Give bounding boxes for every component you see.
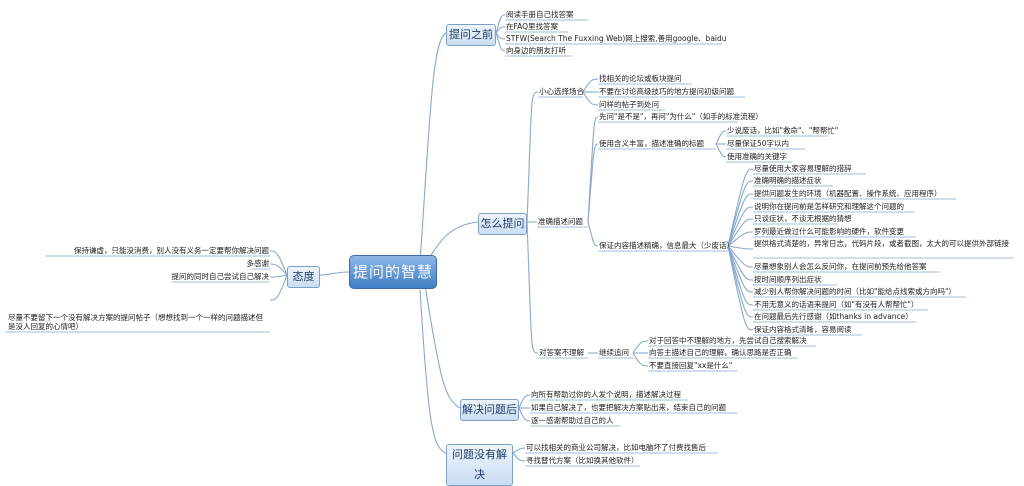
careful-item[interactable]: 不要在讨论高级技巧的地方提问初级问题 bbox=[599, 87, 734, 96]
node-after-solved[interactable]: 解决问题后 bbox=[460, 399, 519, 421]
title-item[interactable]: 少说废话，比如"救命"、"帮帮忙" bbox=[727, 126, 839, 135]
solved-item[interactable]: 向所有帮助过你的人发个说明，描述解决过程 bbox=[531, 390, 681, 399]
unsolved-item[interactable]: 寻找替代方案（比如换其他软件） bbox=[526, 456, 639, 465]
careful-item[interactable]: 问样的帖子到处问 bbox=[599, 100, 659, 109]
before-item[interactable]: 向身边的朋友打听 bbox=[506, 46, 566, 55]
content-item[interactable]: 只谈症状，不谈无根据的猜想 bbox=[754, 214, 852, 223]
unsolved-item[interactable]: 可以找相关的商业公司解决，比如电脑坏了付费找售后 bbox=[526, 443, 706, 452]
node-unsolved[interactable]: 问题没有解决 bbox=[446, 444, 513, 486]
careful-choose-node[interactable]: 小心选择场合 bbox=[539, 87, 584, 96]
attitude-item[interactable]: 尽量不要留下一个没有解决方案的提问帖子（想想找到一个一样的问题描述但是没人回复的… bbox=[8, 313, 263, 331]
node-how-to-ask[interactable]: 怎么提问 bbox=[478, 213, 527, 235]
content-item[interactable]: 尽量想象别人会怎么反问你，在提问前预先给他答案 bbox=[754, 262, 927, 271]
yes-no-item[interactable]: 先问"是不是"，再问"为什么"（如手的标准流程） bbox=[599, 112, 763, 121]
solved-item[interactable]: 如果自己解决了，也要把解决方案贴出来，结束自己的问题 bbox=[531, 403, 726, 412]
keep-asking-item[interactable]: 对于回答中不理解的地方，先尝试自己搜索解决 bbox=[649, 336, 807, 345]
content-item[interactable]: 尽量使用大家容易理解的措辞 bbox=[754, 164, 852, 173]
content-item[interactable]: 减少别人帮你解决问题的时间（比如"能给点线索或方向吗"） bbox=[754, 287, 956, 296]
keep-asking-node[interactable]: 继续追问 bbox=[599, 348, 629, 357]
content-node[interactable]: 保证内容描述精确，信息最大（少废话） bbox=[599, 241, 734, 250]
title-node[interactable]: 使用含义丰富，描述准确的标题 bbox=[599, 139, 704, 148]
content-item[interactable]: 不用无意义的话语来提问（如"有没有人帮帮忙"） bbox=[754, 300, 919, 309]
accurate-describe-node[interactable]: 准确描述问题 bbox=[538, 217, 583, 226]
content-item[interactable]: 在问题最后先行感谢（如thanks in advance） bbox=[754, 312, 913, 321]
careful-item[interactable]: 找相关的论坛或板块提问 bbox=[599, 74, 682, 83]
title-item[interactable]: 使用准确的关键字 bbox=[727, 152, 787, 161]
before-item[interactable]: 在FAQ里找答案 bbox=[506, 22, 559, 31]
not-understand-node[interactable]: 对答案不理解 bbox=[539, 348, 584, 357]
content-item[interactable]: 说明你在提问前是怎样研究和理解这个问题的 bbox=[754, 202, 904, 211]
content-item[interactable]: 提供格式清楚的，异常日志，代码片段，或者截图，太大的可以提供外部链接 bbox=[754, 239, 1009, 248]
content-item[interactable]: 保证内容格式清晰，容易阅读 bbox=[754, 325, 852, 334]
node-attitude[interactable]: 态度 bbox=[287, 266, 320, 288]
content-item[interactable]: 提供问题发生的环境（机器配置、操作系统、应用程序） bbox=[754, 189, 942, 198]
keep-asking-item[interactable]: 向答主描述自己的理解，确认思路是否正确 bbox=[649, 348, 792, 357]
keep-asking-item[interactable]: 不要直接回复"xx是什么" bbox=[649, 361, 733, 370]
mind-map-connectors bbox=[5, 14, 1014, 467]
before-item[interactable]: STFW(Search The Fuxxing Web)网上搜索,善用googl… bbox=[506, 34, 727, 43]
node-before-asking[interactable]: 提问之前 bbox=[446, 24, 496, 46]
solved-item[interactable]: 逐一感谢帮助过自己的人 bbox=[531, 416, 614, 425]
title-item[interactable]: 尽量保证50字以内 bbox=[727, 139, 790, 148]
attitude-item[interactable]: 保持谦虚，只能没消费，别人没有义务一定要帮你解决问题 bbox=[74, 246, 269, 255]
content-item[interactable]: 准确明确的描述症状 bbox=[754, 176, 822, 185]
content-item[interactable]: 罗列最近做过什么可能影响的硬件，软件变更 bbox=[754, 227, 904, 236]
before-item[interactable]: 阅读手册自己找答案 bbox=[506, 10, 574, 19]
root-node[interactable]: 提问的智慧 bbox=[349, 255, 437, 289]
leaf-underlines bbox=[5, 19, 1014, 467]
attitude-item[interactable]: 多感谢 bbox=[246, 259, 270, 268]
connector-lines bbox=[269, 14, 754, 462]
attitude-item[interactable]: 提问的同时自己尝试自己解决 bbox=[171, 272, 270, 281]
content-item[interactable]: 按时间顺序列出症状 bbox=[754, 275, 822, 284]
